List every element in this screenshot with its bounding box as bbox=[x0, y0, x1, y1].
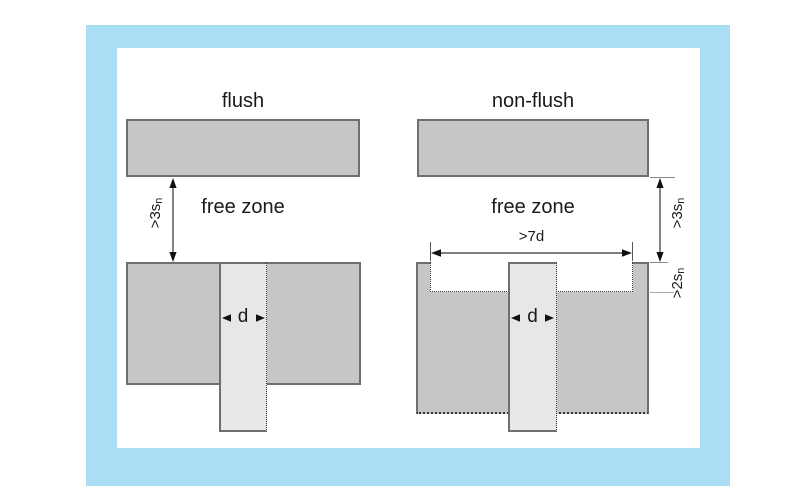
free-zone-label-right: free zone bbox=[491, 196, 575, 218]
clearance-label-right-base: >3s bbox=[668, 203, 686, 229]
flush-title: flush bbox=[221, 90, 265, 112]
target-object-right bbox=[417, 119, 649, 177]
non-flush-title: non-flush bbox=[491, 90, 575, 112]
clearance-label-left-subscript: n bbox=[153, 197, 166, 204]
sensor-right bbox=[508, 262, 557, 432]
sensor-left bbox=[219, 262, 267, 432]
free-zone-label-left: free zone bbox=[201, 196, 285, 218]
recess-depth-label: >2sn bbox=[669, 268, 687, 299]
recess-depth-label-base: >2s bbox=[668, 273, 686, 299]
clearance-label-right-subscript: n bbox=[675, 197, 688, 204]
recess-depth-label-subscript: n bbox=[675, 267, 688, 274]
clearance-label-right: >3sn bbox=[669, 198, 687, 229]
diameter-label-right: d bbox=[527, 306, 538, 327]
clearance-label-left: >3sn bbox=[147, 198, 165, 229]
diameter-label-left: d bbox=[237, 306, 249, 327]
recess-width-label: >7d bbox=[518, 228, 545, 245]
target-object-left bbox=[126, 119, 360, 177]
clearance-label-left-base: >3s bbox=[146, 203, 164, 229]
